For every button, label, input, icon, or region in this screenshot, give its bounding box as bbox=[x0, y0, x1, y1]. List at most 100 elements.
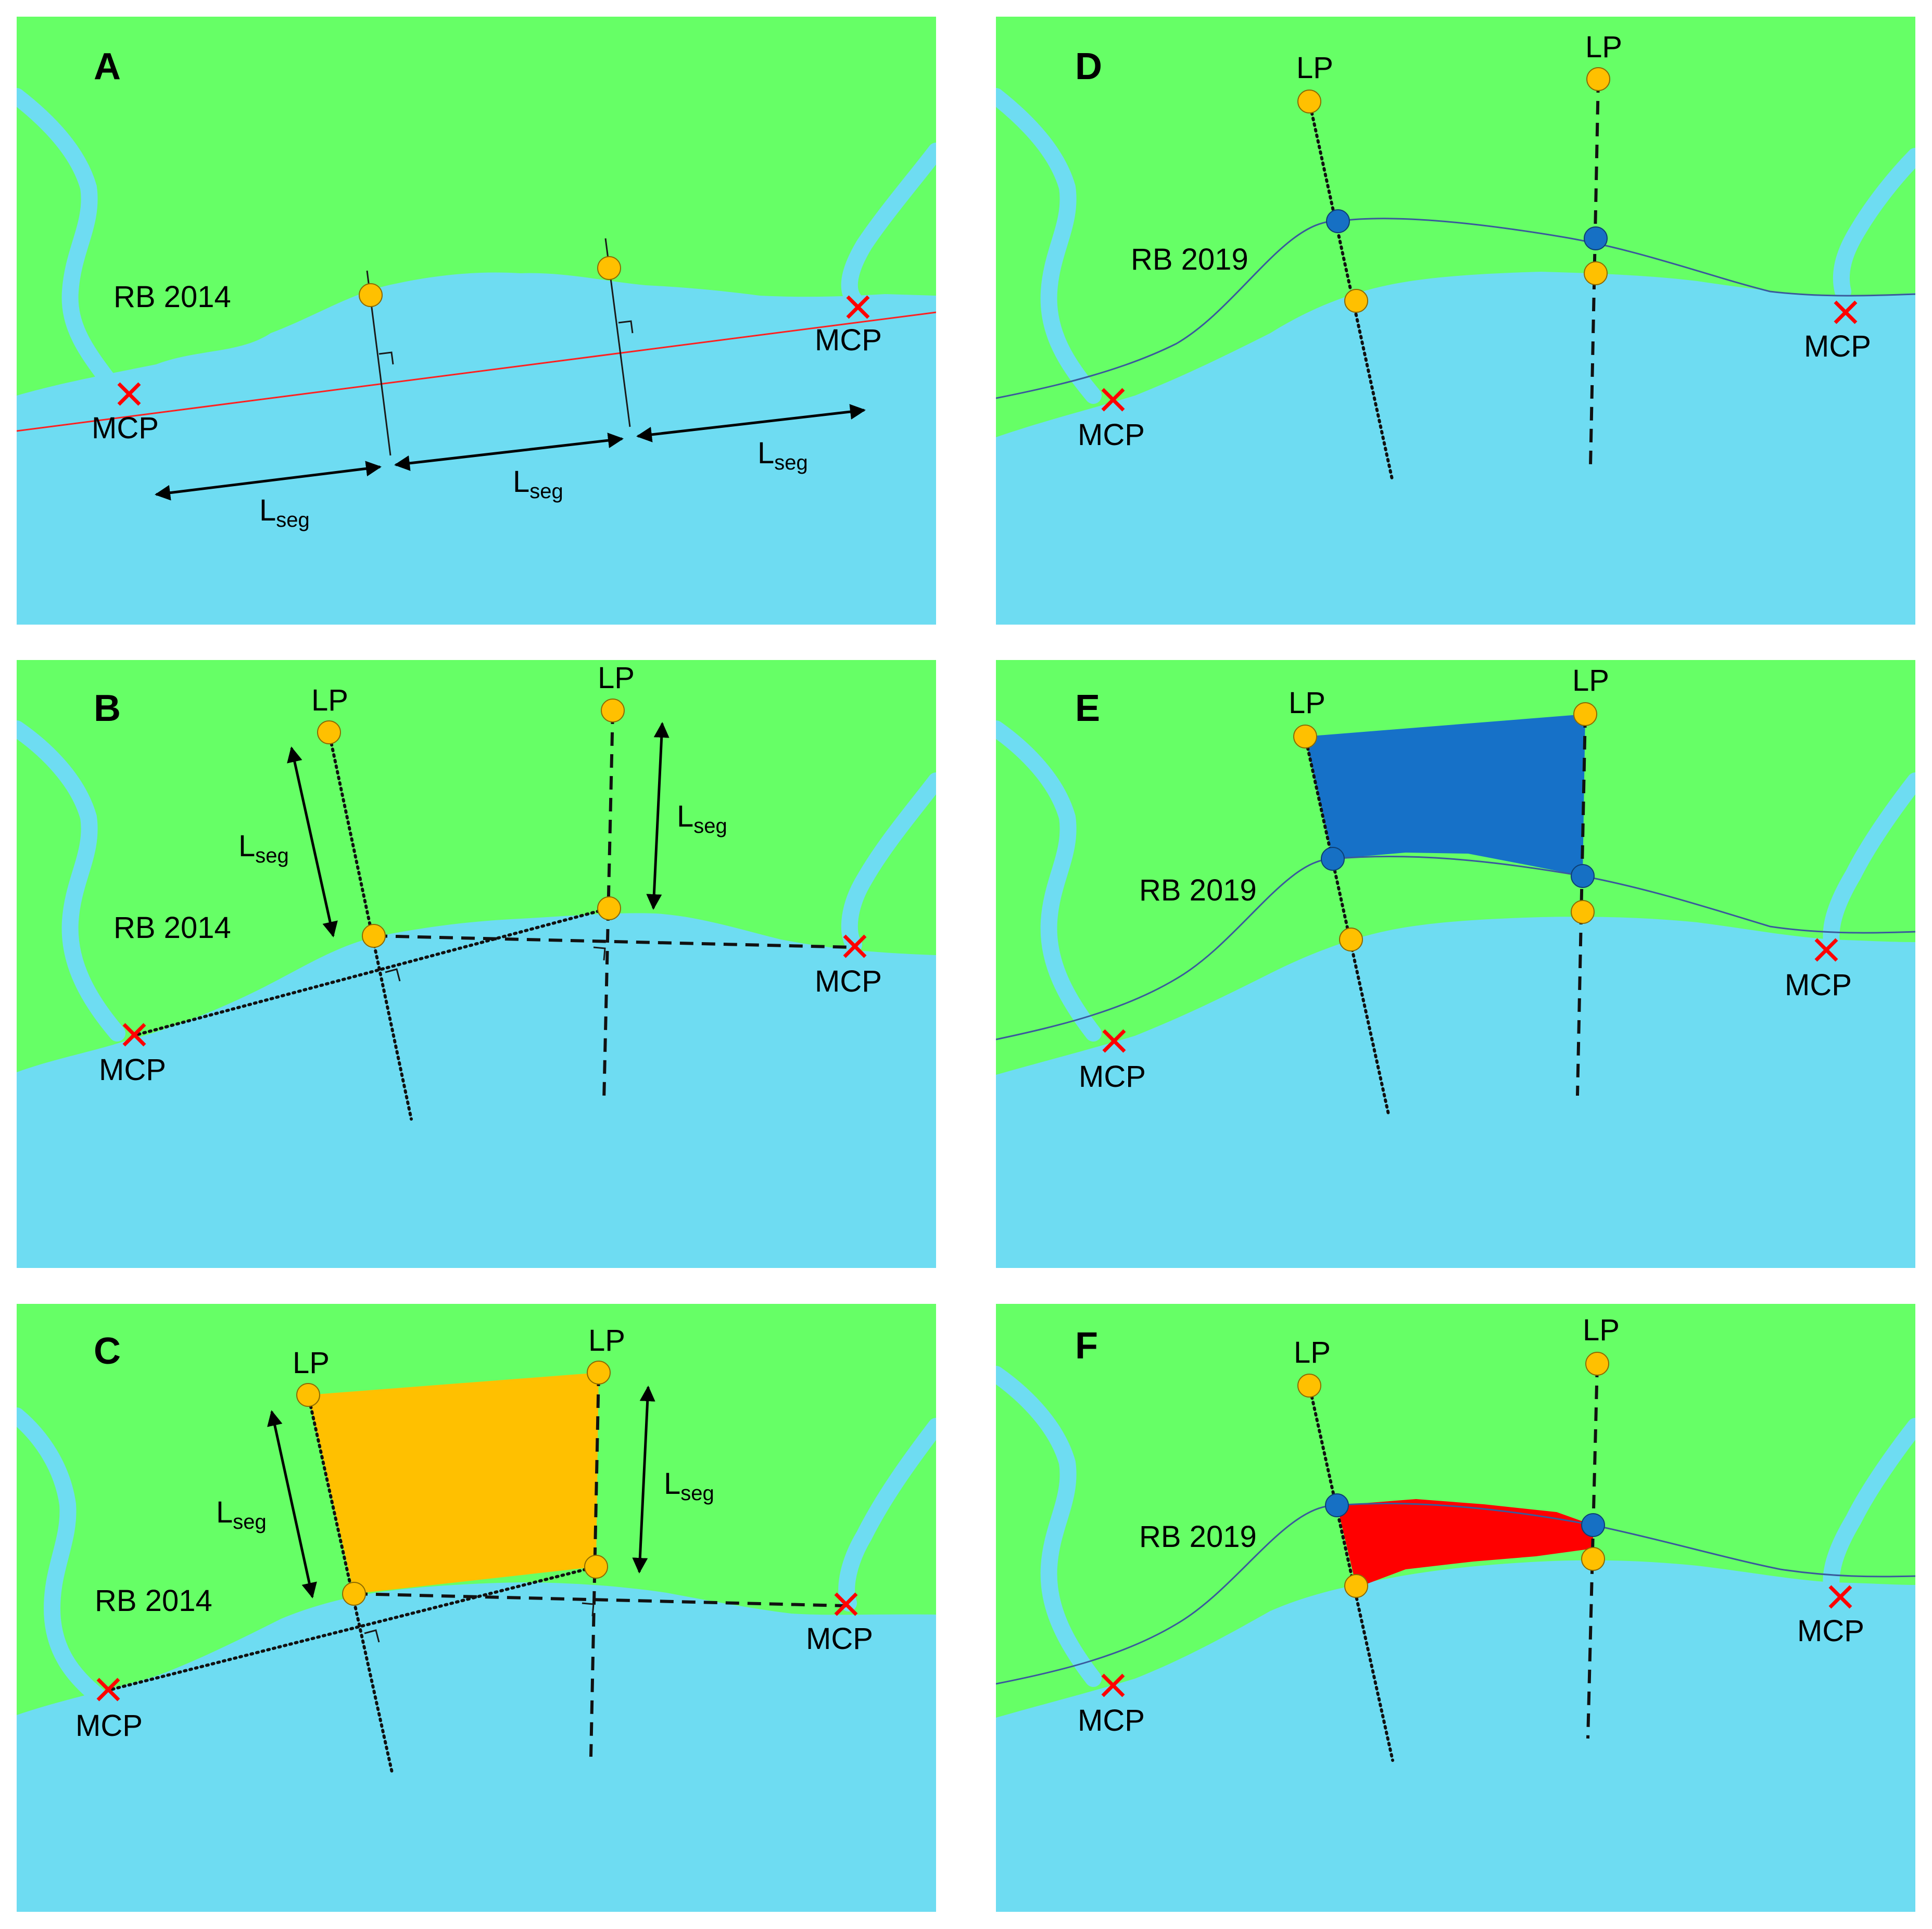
river-right bbox=[838, 1418, 936, 1611]
mcp-label: MCP bbox=[1785, 968, 1852, 1002]
lp-label: LP bbox=[1289, 686, 1325, 720]
lp-label: LP bbox=[1296, 51, 1333, 85]
area-red bbox=[1337, 1499, 1593, 1586]
shore-2014-point bbox=[1571, 900, 1595, 924]
lp-point bbox=[601, 699, 625, 722]
water-area bbox=[17, 1582, 936, 1912]
panel-letter-b: B bbox=[94, 688, 121, 729]
lp-label: LP bbox=[598, 661, 635, 695]
lseg-label: Lseg bbox=[216, 1495, 267, 1533]
river-left bbox=[996, 720, 1102, 1042]
panel-c bbox=[17, 1304, 936, 1912]
lp-label: LP bbox=[311, 683, 348, 717]
mcp-cross bbox=[843, 934, 867, 958]
mcp-cross bbox=[1102, 1029, 1126, 1053]
water-area bbox=[996, 917, 1915, 1268]
right-angle-mark bbox=[593, 946, 606, 961]
lseg-arrow bbox=[287, 746, 338, 937]
lp-point bbox=[1586, 67, 1610, 91]
gain-area-orange bbox=[308, 1373, 599, 1594]
intersect-2019-point bbox=[1581, 1513, 1605, 1537]
mcp-label: MCP bbox=[75, 1709, 143, 1743]
transect-dotted bbox=[1304, 735, 1391, 1118]
mcp-label: MCP bbox=[1079, 1060, 1146, 1094]
lseg-arrow bbox=[636, 404, 866, 442]
mcp-link-dotted bbox=[105, 1565, 598, 1692]
panel-letter-d: D bbox=[1075, 46, 1102, 87]
river-left bbox=[17, 88, 120, 394]
lseg-arrow bbox=[646, 722, 670, 910]
rb2014-label: RB 2014 bbox=[113, 280, 231, 314]
lp-label: LP bbox=[1583, 1313, 1620, 1347]
intersect-2019-point bbox=[1584, 226, 1608, 250]
mcp-cross bbox=[1101, 388, 1125, 412]
mcp-label: MCP bbox=[1078, 418, 1145, 452]
shore-point bbox=[342, 1582, 366, 1606]
intersect-2019-point bbox=[1571, 864, 1595, 888]
lp-point bbox=[317, 720, 341, 744]
lp-label: LP bbox=[293, 1346, 330, 1380]
lp-label: LP bbox=[1294, 1336, 1331, 1369]
water-area bbox=[996, 1560, 1915, 1912]
panel-letter-a: A bbox=[94, 46, 121, 87]
river-right bbox=[841, 143, 936, 308]
river-left bbox=[17, 1407, 107, 1705]
lseg-label: Lseg bbox=[238, 829, 289, 867]
panel-a bbox=[17, 17, 936, 625]
rb2014-label: RB 2014 bbox=[95, 1584, 212, 1618]
lp-point bbox=[1297, 1374, 1321, 1398]
mcp-label: MCP bbox=[99, 1053, 166, 1087]
mcp-link-dashed bbox=[353, 1592, 847, 1607]
river-right bbox=[1823, 772, 1915, 956]
intersect-2019-point bbox=[1321, 847, 1345, 871]
lp-point bbox=[1585, 1352, 1609, 1376]
mcp-label: MCP bbox=[1804, 329, 1871, 363]
lp-label: LP bbox=[588, 1324, 625, 1357]
river-right bbox=[1823, 1418, 1915, 1601]
shore-2014-point bbox=[1339, 928, 1363, 951]
river-left bbox=[17, 720, 125, 1042]
panel-e bbox=[996, 660, 1915, 1268]
rb2019-label: RB 2019 bbox=[1139, 873, 1257, 907]
shore-point bbox=[584, 1555, 608, 1579]
rb2014-label: RB 2014 bbox=[113, 911, 231, 945]
shore-2014-point bbox=[1584, 261, 1608, 285]
mcp-cross bbox=[117, 382, 141, 406]
lseg-arrow bbox=[267, 1410, 317, 1598]
lp-point bbox=[1293, 725, 1317, 748]
lseg-label: Lseg bbox=[259, 493, 310, 531]
intersect-2019-point bbox=[1326, 209, 1350, 233]
lp-point bbox=[587, 1361, 611, 1385]
river-left bbox=[996, 1366, 1102, 1687]
panel-letter-e: E bbox=[1075, 688, 1100, 729]
right-angle-mark bbox=[378, 351, 394, 365]
area-blue bbox=[1305, 714, 1585, 876]
panel-b bbox=[17, 660, 936, 1268]
shoreline-2019 bbox=[996, 1502, 1915, 1685]
right-angle-mark bbox=[364, 1629, 380, 1643]
lseg-label: Lseg bbox=[677, 799, 727, 837]
mcp-label: MCP bbox=[815, 964, 882, 998]
rb2019-label: RB 2019 bbox=[1139, 1520, 1257, 1554]
water-area bbox=[17, 913, 936, 1268]
shore-point bbox=[597, 896, 621, 920]
shore-2014-point bbox=[1581, 1547, 1605, 1571]
right-angle-mark bbox=[385, 968, 401, 982]
lseg-arrow bbox=[632, 1386, 655, 1573]
lp-point bbox=[1297, 90, 1321, 113]
mcp-label: MCP bbox=[1797, 1614, 1864, 1648]
transect-dashed bbox=[1576, 714, 1587, 1096]
right-angle-mark bbox=[582, 1602, 595, 1617]
mcp-cross bbox=[122, 1023, 146, 1047]
transect-point bbox=[597, 256, 621, 280]
right-angle-mark bbox=[618, 320, 634, 334]
mcp-label: MCP bbox=[92, 411, 159, 445]
baseline-red bbox=[17, 311, 936, 432]
lseg-label: Lseg bbox=[757, 436, 808, 474]
mcp-cross bbox=[846, 295, 870, 319]
mcp-cross bbox=[1834, 300, 1858, 324]
lseg-arrow bbox=[155, 461, 382, 501]
river-right bbox=[841, 772, 936, 953]
mcp-link-dotted bbox=[131, 907, 611, 1037]
